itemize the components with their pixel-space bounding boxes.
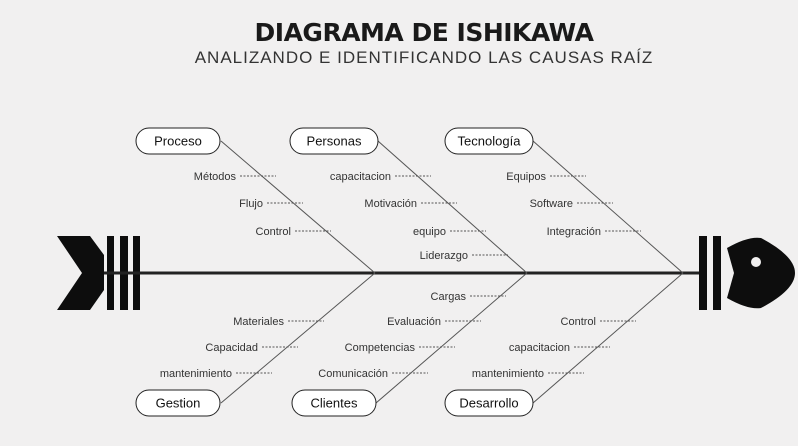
- cause-label-liderazgo: Liderazgo: [420, 250, 468, 262]
- category-pill: [135, 127, 221, 155]
- cause-label-materiales: Materiales: [233, 316, 284, 328]
- cause-label-capacitacion: capacitacion: [509, 342, 570, 354]
- cause-label-metodos: Métodos: [194, 171, 237, 183]
- cause-label-mantenimiento: mantenimiento: [160, 368, 232, 380]
- cause-label-capacitacion: capacitacion: [330, 171, 391, 183]
- cause-label-integracion: Integración: [547, 226, 601, 238]
- category-label-personas: Personas: [307, 134, 362, 149]
- fish-head: [699, 236, 795, 310]
- branch-line: [377, 140, 528, 274]
- diagram-subtitle: ANALIZANDO E IDENTIFICANDO LAS CAUSAS RA…: [194, 48, 654, 67]
- branch-line: [375, 272, 528, 404]
- branch-line: [220, 272, 376, 404]
- cause-label-control: Control: [256, 226, 291, 238]
- category-label-clientes: Clientes: [311, 396, 358, 411]
- cause-label-capacidad: Capacidad: [205, 342, 258, 354]
- cause-label-equipos: Equipos: [506, 171, 546, 183]
- diagram-title: DIAGRAMA DE ISHIKAWA: [254, 18, 594, 47]
- cause-label-motivacion: Motivación: [364, 198, 417, 210]
- cause-label-equipo: equipo: [413, 226, 446, 238]
- branch-line: [220, 140, 376, 274]
- category-label-proceso: Proceso: [154, 134, 202, 149]
- cause-label-evaluacion: Evaluación: [387, 316, 441, 328]
- cause-label-control: Control: [561, 316, 596, 328]
- fish-eye-icon: [751, 257, 761, 267]
- cause-label-mantenimiento: mantenimiento: [472, 368, 544, 380]
- category-pill: [135, 389, 221, 417]
- category-pill: [289, 127, 379, 155]
- cause-label-cargas: Cargas: [431, 291, 467, 303]
- category-label-tecnologia: Tecnología: [458, 134, 522, 149]
- branch-desarrollo: Desarrollo Control capacitacion mantenimien…: [444, 272, 684, 417]
- category-pill: [444, 127, 534, 155]
- cause-label-comunicacion: Comunicación: [318, 368, 388, 380]
- branch-line: [532, 140, 684, 274]
- cause-label-competencias: Competencias: [345, 342, 416, 354]
- branch-line: [532, 272, 684, 404]
- category-pill: [444, 389, 534, 417]
- category-pill: [291, 389, 377, 417]
- cause-label-flujo: Flujo: [239, 198, 263, 210]
- fishbone-branches: ProcesoMétodosFlujoControlPersonascapaci…: [135, 127, 684, 417]
- category-label-desarrollo: Desarrollo: [459, 396, 518, 411]
- branch-clientes: Clientes CargasEvaluaciónCompetenciasComu…: [291, 272, 528, 417]
- category-label-gestion: Gestion: [156, 396, 201, 411]
- cause-label-software: Software: [530, 198, 573, 210]
